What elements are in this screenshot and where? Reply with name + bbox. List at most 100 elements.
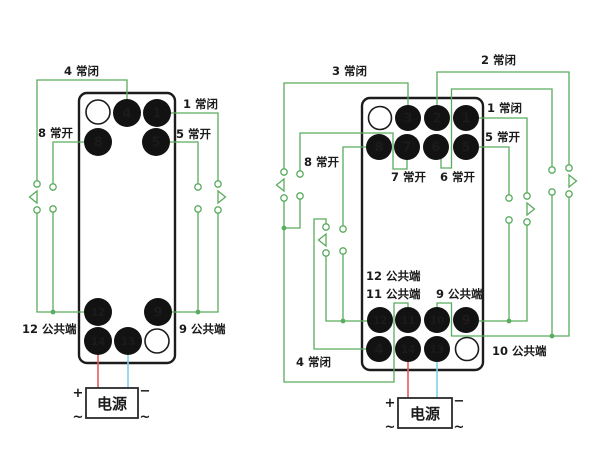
junction-dot [549,333,555,339]
wire-no-5 [466,146,510,321]
ac-sign: ~ [140,410,151,425]
pin-number: 8 [374,141,383,156]
pin-number: 14 [401,344,416,356]
pin-3 [395,105,421,131]
label-nc-4: 4 常闭 [64,64,99,78]
ac-sign: ~ [385,420,396,435]
pin-6 [423,134,449,160]
pin-number: 1 [152,107,161,122]
wire-no-6 [440,88,553,336]
pin-number: 11 [401,315,416,327]
nc-contact-icon [563,164,578,198]
indicator-hole [85,99,111,125]
pin-13 [424,336,450,362]
nc-contact-icon [521,192,536,226]
pin-number: 4 [374,343,383,358]
pin-number: 5 [461,141,470,156]
no-contact-icon [503,194,515,224]
pin-number: 14 [91,336,106,348]
pin-14 [84,327,112,355]
label-no-8: 8 常开 [38,126,74,140]
indicator-hole [367,105,393,131]
nc-contact-icon [317,223,332,257]
pin-7 [394,134,420,160]
label-nc-1: 1 常闭 [183,97,218,111]
pin-5 [142,128,170,156]
pin-number: 9 [461,314,470,329]
no-contact-icon [192,183,204,213]
junction-dots [50,309,201,315]
no-contact-icon [337,225,349,255]
socket-outline [360,96,485,372]
label-no-8: 8 常开 [304,155,340,169]
pin-13 [114,327,142,355]
pin-1 [143,99,171,127]
label-no-7: 7 常开 [391,170,427,184]
label-no-6: 6 常开 [440,170,476,184]
junction-dot [195,309,201,315]
power-supply: 电源 + − ~ ~ [73,384,151,425]
pin-number: 4 [122,107,131,122]
nc-contact-icon [275,168,290,202]
pin-number: 2 [432,112,441,127]
wire-nc-4-to-com-12 [36,79,128,313]
label-no-5: 5 常开 [485,130,521,144]
power-label: 电源 [97,395,127,413]
label-no-5: 5 常开 [176,127,212,141]
left-socket-diagram: 4 1 8 5 12 9 14 13 4 常闭 1 常闭 8 常开 5 常开 1… [22,64,227,425]
label-com-10: 10 公共端 [492,344,547,358]
label-nc-3: 3 常闭 [332,64,367,78]
pin-2 [424,105,450,131]
pin-9 [453,307,479,333]
minus-sign: − [140,384,151,399]
pin-12 [84,298,112,326]
power-label: 电源 [410,405,440,423]
pin-circles [366,105,479,362]
pin-8 [366,134,392,160]
wire-no-5 [157,141,199,312]
label-nc-4: 4 常闭 [296,355,331,369]
pin-numbers: 3 2 1 8 7 6 5 12 11 10 9 4 14 13 [373,112,471,358]
pin-12 [367,307,393,333]
nc-contact-icon [212,180,227,214]
wire-no-8 [52,141,98,312]
nc-contact-icon [28,180,43,214]
right-socket-diagram: 3 2 1 8 7 6 5 12 11 10 9 4 14 13 3 常闭 2 … [275,53,578,435]
indicator-hole [454,336,480,362]
indicator-hole [144,328,170,354]
ac-sign: ~ [73,410,84,425]
plus-sign: + [73,386,84,401]
pin-number: 12 [91,307,106,319]
pin-10 [424,307,450,333]
power-box [397,397,453,429]
no-contact-icon [47,183,59,213]
pin-8 [84,128,112,156]
pin-14 [395,336,421,362]
pin-4 [113,99,141,127]
ac-sign: ~ [454,420,465,435]
wire-nc-2-to-com-10 [436,71,570,337]
pin-number: 5 [151,136,160,151]
pin-5 [453,134,479,160]
pin-number: 7 [402,141,411,156]
pin-number: 3 [403,112,412,127]
junction-dot [340,318,346,324]
pin-circles [84,99,172,355]
label-com-9: 9 公共端 [179,322,226,336]
junction-dot [50,309,56,315]
pin-9 [144,298,172,326]
wire-group [28,79,227,313]
minus-sign: − [454,394,465,409]
wire-group [275,71,578,383]
plus-sign: + [385,396,396,411]
pin-number: 1 [461,112,470,127]
pin-numbers: 4 1 8 5 12 9 14 13 [91,107,163,349]
power-box [85,387,139,419]
label-com-12: 12 公共端 [22,322,77,336]
power-supply: 电源 + − ~ ~ [385,394,465,435]
label-nc-1: 1 常闭 [487,101,522,115]
pin-number: 9 [153,306,162,321]
wire-no-8 [342,146,368,321]
